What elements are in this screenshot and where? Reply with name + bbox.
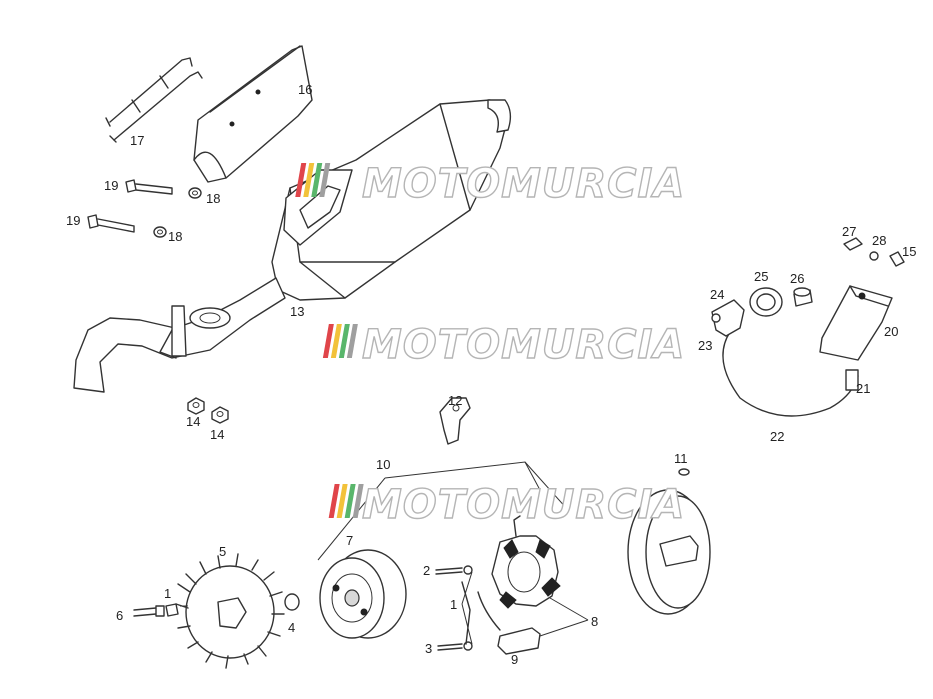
part-label-12: 12: [448, 393, 462, 408]
part-label-21: 21: [856, 381, 870, 396]
part-label-8: 8: [591, 614, 598, 629]
bracket-rods: [105, 57, 203, 143]
rotor-disc: [627, 468, 711, 615]
part-label-5: 5: [219, 544, 226, 559]
part-label-9: 9: [511, 652, 518, 667]
part-label-23: 23: [698, 338, 712, 353]
leader-lines: [180, 461, 589, 645]
part-label-18: 18: [168, 229, 182, 244]
part-label-1: 1: [164, 586, 171, 601]
watermark-bottom: MOTOMURCIA: [328, 481, 685, 529]
part-label-17: 17: [130, 133, 144, 148]
part-label-13: 13: [290, 304, 304, 319]
part-label-15: 15: [902, 244, 916, 259]
part-labels: 16 17 19 18 19 18 13 14 14 12 10 11 27 2…: [66, 82, 916, 667]
part-label-25: 25: [754, 269, 768, 284]
ignition-cable: [711, 299, 859, 417]
pickup: [477, 591, 541, 655]
watermark-text: MOTOMURCIA: [362, 322, 685, 368]
flywheel: [319, 549, 407, 639]
part-label-11: 11: [674, 451, 688, 466]
exhaust-muffler: [73, 99, 512, 393]
part-label-24: 24: [710, 287, 724, 302]
washer: [284, 593, 300, 611]
part-label-7: 7: [346, 533, 353, 548]
part-label-3: 3: [425, 641, 432, 656]
spark-cap-parts: [749, 287, 813, 317]
part-label-22: 22: [770, 429, 784, 444]
part-label-26: 26: [790, 271, 804, 286]
part-label-28: 28: [872, 233, 886, 248]
small-bracket: [439, 397, 471, 445]
part-label-14: 14: [210, 427, 224, 442]
part-label-19: 19: [66, 213, 80, 228]
ignition-coil: [819, 285, 893, 391]
part-label-4: 4: [288, 620, 295, 635]
part-label-1: 1: [450, 597, 457, 612]
part-label-19: 19: [104, 178, 118, 193]
fan-bolt: [133, 603, 179, 617]
stator: [491, 515, 561, 609]
part-label-16: 16: [298, 82, 312, 97]
watermark-text: MOTOMURCIA: [362, 482, 685, 528]
stator-screws: [435, 565, 473, 651]
part-label-20: 20: [884, 324, 898, 339]
exhaust-bolts: [87, 179, 202, 238]
part-label-18: 18: [206, 191, 220, 206]
watermark-top: MOTOMURCIA: [295, 160, 685, 208]
heat-shield: [193, 45, 313, 183]
part-label-6: 6: [116, 608, 123, 623]
watermark-text: MOTOMURCIA: [362, 161, 685, 207]
part-label-2: 2: [423, 563, 430, 578]
watermark-middle: MOTOMURCIA: [322, 321, 685, 369]
cooling-fan: [175, 553, 285, 669]
nuts: [187, 397, 229, 424]
small-hardware: [843, 237, 905, 267]
part-label-27: 27: [842, 224, 856, 239]
part-label-10: 10: [376, 457, 390, 472]
part-label-14: 14: [186, 414, 200, 429]
